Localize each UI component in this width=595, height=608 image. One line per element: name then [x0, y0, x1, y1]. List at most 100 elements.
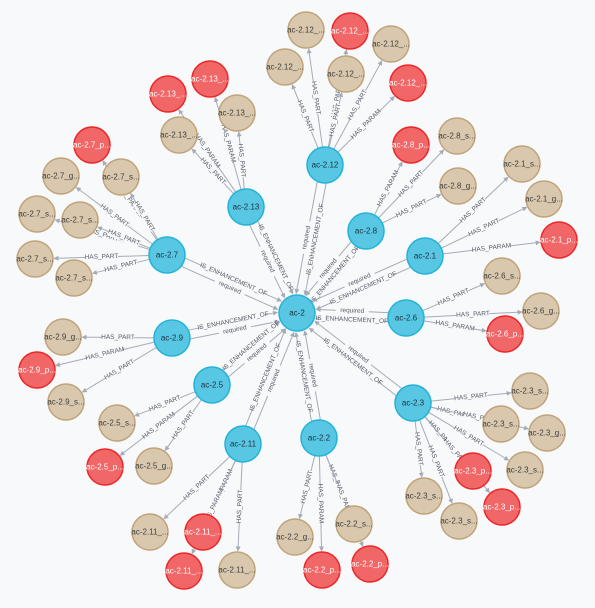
node-param[interactable]: ac-2.13_... — [149, 75, 187, 113]
node-param[interactable]: ac-2.12_... — [389, 64, 427, 102]
node-part[interactable]: ac-2.7_s... — [16, 240, 54, 278]
node-circle[interactable] — [218, 94, 256, 132]
node-part[interactable]: ac-2.2_g... — [276, 518, 314, 556]
edge-req-ac-2.2-to-ac-2[interactable]: required — [303, 330, 321, 420]
node-param[interactable]: ac-2.9_p... — [18, 351, 56, 389]
edge-req-ac-2.3-to-ac-2[interactable]: required — [314, 320, 402, 389]
edge-part-ac-2.9-to-p9a[interactable]: HAS_PART — [81, 333, 155, 342]
node-component[interactable]: ac-2.13 — [227, 188, 265, 226]
node-part[interactable]: ac-2.5_s... — [98, 404, 136, 442]
node-part[interactable]: ac-2.7_s... — [61, 201, 99, 239]
node-circle[interactable] — [86, 448, 124, 486]
node-circle[interactable] — [276, 518, 314, 556]
node-param[interactable]: ac-2.2_p... — [351, 545, 389, 583]
node-part[interactable]: ac-2.6_g... — [522, 292, 560, 330]
edge-req-ac-2.12-to-ac-2[interactable]: required — [294, 181, 318, 294]
node-circle[interactable] — [387, 299, 425, 337]
node-circle[interactable] — [61, 201, 99, 239]
node-circle[interactable] — [191, 60, 229, 98]
node-circle[interactable] — [392, 126, 430, 164]
node-circle[interactable] — [331, 12, 369, 50]
node-circle[interactable] — [42, 157, 80, 195]
edge-param-ac-2.2-to-r22a[interactable]: HAS_PARAM — [316, 455, 325, 552]
node-circle[interactable] — [525, 180, 563, 218]
node-circle[interactable] — [73, 126, 111, 164]
node-param[interactable]: ac-2.11_... — [184, 513, 222, 551]
node-part[interactable]: ac-2.3_g... — [528, 414, 566, 452]
edge-param-ac-2.12-to-r12b[interactable]: HAS_PARAM — [337, 95, 395, 153]
edge-part-ac-2.7-to-p7e[interactable]: HAS_PART — [53, 252, 150, 262]
node-circle[interactable] — [55, 259, 93, 297]
node-part[interactable]: ac-2.13_... — [218, 94, 256, 132]
node-circle[interactable] — [153, 319, 191, 357]
node-component[interactable]: ac-2.7 — [148, 236, 186, 274]
node-circle[interactable] — [165, 552, 203, 590]
node-circle[interactable] — [482, 405, 520, 443]
node-param[interactable]: ac-2.2_p... — [303, 551, 341, 589]
node-part[interactable]: ac-2.12_... — [327, 55, 365, 93]
edge-req-ac-2.7-to-ac-2[interactable]: required — [181, 265, 279, 310]
node-param[interactable]: ac-2.13_... — [191, 60, 229, 98]
node-component[interactable]: ac-2.3 — [394, 384, 432, 422]
node-circle[interactable] — [300, 419, 338, 457]
node-part[interactable]: ac-2.3_s... — [405, 477, 443, 515]
node-component[interactable]: ac-2.5 — [193, 366, 231, 404]
node-circle[interactable] — [440, 502, 478, 540]
node-circle[interactable] — [503, 145, 541, 183]
edge-param-ac-2.6-to-r6a[interactable]: HAS_PARAM — [423, 319, 487, 333]
node-circle[interactable] — [131, 513, 169, 551]
node-param[interactable]: ac-2.3_p... — [483, 488, 521, 526]
node-component[interactable]: ac-2.9 — [153, 319, 191, 357]
node-circle[interactable] — [439, 167, 477, 205]
node-part[interactable]: ac-2.11_... — [131, 513, 169, 551]
node-part[interactable]: ac-2.1_g... — [525, 180, 563, 218]
node-circle[interactable] — [389, 64, 427, 102]
node-part[interactable]: ac-2.3_s... — [440, 502, 478, 540]
node-part[interactable]: ac-2.7_s... — [102, 158, 140, 196]
node-part[interactable]: ac-2.8_s... — [438, 117, 476, 155]
node-param[interactable]: ac-2.6_p... — [486, 315, 524, 353]
node-circle[interactable] — [44, 318, 82, 356]
edge-part-ac-2.8-to-p8b[interactable]: HAS_PART — [381, 193, 442, 224]
node-param[interactable]: ac-2.1_p... — [540, 221, 578, 259]
node-part[interactable]: ac-2.12_... — [266, 48, 304, 86]
node-component[interactable]: ac-2.8 — [347, 212, 385, 250]
node-part[interactable]: ac-2.2_s... — [335, 505, 373, 543]
node-part[interactable]: ac-2.3_s... — [506, 451, 544, 489]
edge-part-ac-2.3-to-p3e[interactable]: HAS_PART — [412, 420, 425, 478]
node-circle[interactable] — [483, 488, 521, 526]
node-circle[interactable] — [18, 195, 56, 233]
edge-part-ac-2.5-to-p5a[interactable]: HAS_PART — [134, 391, 196, 417]
edge-part-ac-2.6-to-p6b[interactable]: HAS_PART — [423, 309, 523, 320]
node-circle[interactable] — [16, 240, 54, 278]
node-component[interactable]: ac-2 — [278, 294, 316, 332]
node-part[interactable]: ac-2.11_... — [218, 551, 256, 589]
node-part[interactable]: ac-2.12_... — [287, 11, 325, 49]
edge-param-ac-2.1-to-r1a[interactable]: HAS_PARAM — [442, 240, 541, 255]
node-param[interactable]: ac-2.5_p... — [86, 448, 124, 486]
node-circle[interactable] — [135, 447, 173, 485]
node-part[interactable]: ac-2.1_s... — [503, 145, 541, 183]
node-part[interactable]: ac-2.7_s... — [55, 259, 93, 297]
node-circle[interactable] — [306, 146, 344, 184]
node-circle[interactable] — [511, 372, 549, 410]
edge-part-ac-2.3-to-p3a[interactable]: HAS_PART — [430, 390, 512, 403]
node-part[interactable]: ac-2.7_g... — [42, 157, 80, 195]
edge-part-ac-2.6-to-p6a[interactable]: HAS_PART — [422, 283, 486, 312]
edge-req-ac-2.6-to-ac-2[interactable]: required — [315, 306, 389, 316]
node-circle[interactable] — [483, 257, 521, 295]
edge-part-ac-2.2-to-p22a[interactable]: HAS_PART — [298, 455, 316, 520]
node-circle[interactable] — [394, 384, 432, 422]
edge-enh-ac-2.3-to-ac-2[interactable]: IS_ENHANCEMENT_OF — [308, 327, 397, 396]
node-circle[interactable] — [193, 366, 231, 404]
node-param[interactable]: ac-2.8_p... — [392, 126, 430, 164]
node-circle[interactable] — [266, 48, 304, 86]
node-circle[interactable] — [540, 221, 578, 259]
node-part[interactable]: ac-2.6_s... — [483, 257, 521, 295]
edge-req-ac-2.9-to-ac-2[interactable]: required — [190, 319, 280, 340]
node-param[interactable]: ac-2.12_... — [331, 12, 369, 50]
node-param[interactable]: ac-2.11_... — [165, 552, 203, 590]
node-circle[interactable] — [287, 11, 325, 49]
edge-part-ac-2.11-to-p11b[interactable]: HAS_PART — [235, 461, 245, 552]
